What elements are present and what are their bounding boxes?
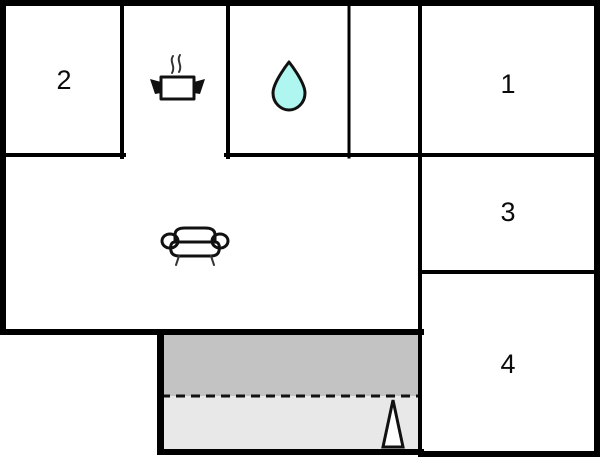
sofa-arm-right-icon — [210, 232, 230, 250]
kitchen-pot-icon — [150, 54, 205, 101]
sofa-leg-right-icon — [210, 255, 215, 266]
room-label-3: 3 — [500, 197, 515, 227]
living-sofa-icon — [160, 226, 230, 266]
sofa-leg-left-icon — [175, 255, 180, 266]
pot-steam-icon — [170, 55, 175, 74]
terrace-area — [161, 333, 419, 452]
pot-handle-left-icon — [150, 79, 161, 94]
pot-body-icon — [159, 75, 196, 101]
sofa-backrest-icon — [173, 226, 217, 243]
triangle-marker-icon — [381, 399, 405, 449]
room-label-1: 1 — [500, 69, 515, 99]
terrace-upper-surface — [161, 333, 419, 396]
terrace-lower-surface — [161, 396, 419, 452]
pot-steam-icon-2 — [177, 54, 182, 73]
sofa-arm-left-icon — [160, 232, 180, 250]
pot-handle-right-icon — [194, 79, 205, 94]
room-label-2: 2 — [56, 65, 71, 95]
bathroom-drop-icon — [271, 60, 307, 112]
terrace-stairs-icon — [381, 399, 405, 449]
water-drop-icon — [271, 60, 307, 112]
room-labels: 2 1 3 4 — [56, 65, 515, 379]
room-label-4: 4 — [500, 349, 515, 379]
